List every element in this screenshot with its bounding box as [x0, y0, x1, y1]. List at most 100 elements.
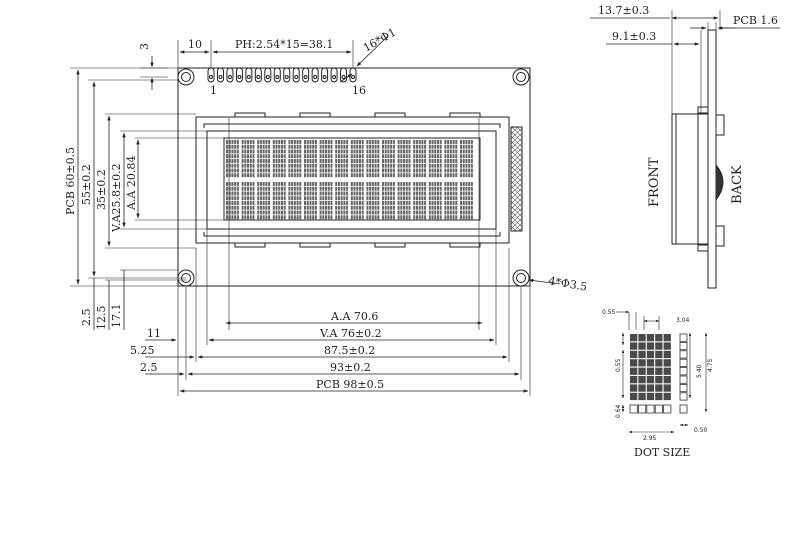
- character-cell: [460, 140, 473, 178]
- character-cell: [444, 140, 458, 178]
- dim-offset-bezel: 5.25: [130, 344, 155, 357]
- character-cell: [304, 140, 317, 178]
- pin-hole: [209, 75, 213, 79]
- dot-pitch-y-label: 4.75: [707, 358, 714, 372]
- front-label: FRONT: [647, 157, 662, 207]
- dot: [655, 342, 663, 350]
- dot: [655, 350, 663, 359]
- pin-hole: [313, 75, 318, 79]
- pin-first-label: 1: [210, 84, 217, 97]
- character-cell: [382, 140, 395, 178]
- pin-hole: [303, 75, 308, 79]
- neighbour-dot: [679, 333, 688, 342]
- dot: [630, 342, 638, 350]
- dot: [646, 342, 655, 350]
- dot: [646, 384, 655, 392]
- dim-pin-pitch: PH:2.54*15=38.1: [235, 38, 333, 51]
- pin-pad: [273, 67, 281, 83]
- neighbour-dot: [679, 375, 688, 384]
- character-cells: [226, 140, 473, 220]
- neighbour-dot: [679, 392, 688, 401]
- pin-pad: [245, 67, 253, 83]
- character-cell: [460, 182, 473, 220]
- pin-hole: [322, 75, 327, 79]
- character-cell: [319, 182, 333, 220]
- dot-w-label: 0.55: [602, 309, 616, 316]
- character-cell: [241, 182, 255, 220]
- character-cell: [257, 140, 271, 178]
- side-view: [671, 10, 725, 289]
- dot: [655, 376, 663, 384]
- pin-pad: [330, 67, 338, 83]
- dim-pcb-height: PCB 60±0.5: [64, 147, 77, 215]
- side-pcb: [707, 29, 717, 289]
- dot: [638, 384, 646, 392]
- dot: [646, 392, 655, 401]
- dim-pcb-width: PCB 98±0.5: [316, 378, 384, 391]
- character-cell: [428, 182, 442, 220]
- character-cell: [366, 182, 380, 220]
- character-cell: [257, 182, 271, 220]
- pin-pad: [226, 67, 234, 83]
- char-w-label: 2.95: [643, 435, 657, 442]
- neighbour-cursor-dot: [679, 404, 688, 414]
- neighbour-dot: [679, 358, 688, 367]
- pin-pad: [235, 67, 243, 83]
- dim-bezel-width: 87.5±0.2: [324, 344, 375, 357]
- dim-total-thickness: 13.7±0.3: [598, 4, 649, 17]
- cursor-gap-label: 0.64: [615, 404, 622, 418]
- pin-hole: [351, 75, 355, 79]
- dot: [638, 392, 646, 401]
- dot-grid: [629, 333, 688, 414]
- dot: [638, 350, 646, 359]
- dim-aa-width: A.A 70.6: [330, 310, 378, 323]
- dot: [663, 384, 671, 392]
- dimension-lines: [76, 35, 561, 393]
- dot-size-view: 0.55 3.04 0.55 5.40 4.75 0.64 2.95 0.50 …: [602, 309, 714, 459]
- pin-pad: [264, 67, 272, 83]
- character-cell: [319, 140, 333, 178]
- character-cell: [304, 182, 317, 220]
- pin-hole: [227, 75, 232, 79]
- viewing-area: [206, 130, 497, 230]
- dim-bottom-margin-2: 12.5: [95, 306, 108, 331]
- char-h-label: 5.40: [696, 364, 703, 378]
- character-cell: [226, 182, 239, 220]
- pin-pad: [283, 67, 291, 83]
- character-cell: [382, 182, 395, 220]
- character-cell: [413, 140, 427, 178]
- dim-outline-height: 35±0.2: [95, 169, 108, 210]
- dim-aa-height: A.A 20.84: [125, 156, 138, 211]
- dot: [655, 392, 663, 401]
- dot: [655, 359, 663, 367]
- pin-hole: [284, 75, 289, 79]
- dim-offset-va: 11: [147, 327, 161, 340]
- neighbour-dot: [679, 350, 688, 359]
- character-cell: [366, 140, 380, 178]
- pin-hole: [294, 75, 299, 79]
- dim-pin-holes: 16*Φ1: [361, 26, 398, 55]
- cursor-dot: [663, 404, 672, 414]
- dot-h-label: 0.55: [615, 358, 622, 372]
- dot: [663, 376, 671, 384]
- dot: [646, 350, 655, 359]
- pin-pad: [302, 67, 310, 83]
- character-cell: [350, 182, 364, 220]
- dot: [638, 376, 646, 384]
- dot: [663, 392, 671, 401]
- pin-pad: [321, 67, 329, 83]
- dot: [663, 359, 671, 367]
- dot: [646, 334, 655, 342]
- dot: [630, 334, 638, 342]
- dot: [630, 367, 638, 375]
- pin-last-label: 16: [352, 84, 366, 97]
- pin-row: [207, 67, 357, 83]
- side-labels: 13.7±0.3 9.1±0.3 PCB 1.6 FRONT BACK: [598, 4, 778, 207]
- pin-hole: [341, 75, 346, 79]
- side-dimension-lines: [590, 16, 780, 46]
- pin-pad: [292, 67, 300, 83]
- mount-hole-tr: [512, 68, 530, 86]
- dot: [663, 334, 671, 342]
- pin-hole: [237, 75, 242, 79]
- pin-pad: [254, 67, 262, 83]
